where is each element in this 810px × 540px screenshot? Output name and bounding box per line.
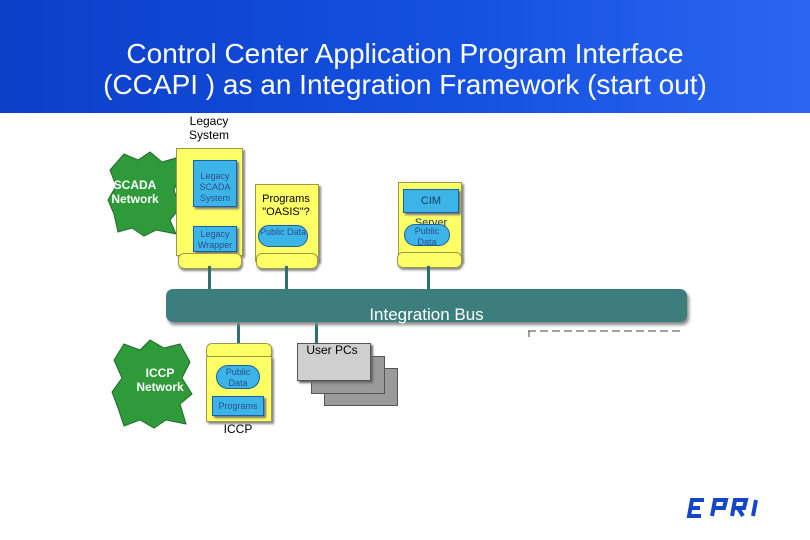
integration-bus-label: Integration Bus <box>369 305 484 324</box>
epri-logo <box>686 498 758 518</box>
programs-oasis-component <box>255 184 319 262</box>
legacy-system-label: Legacy System <box>188 114 229 142</box>
title-line-2: (CCAPI ) as an Integration Framework (st… <box>103 69 707 100</box>
legacy-wrapper-box: Legacy Wrapper <box>193 226 237 252</box>
user-pcs-label: User PCs <box>306 343 358 357</box>
pc-bus-connector <box>315 321 318 343</box>
legacy-bus-connector <box>208 266 211 290</box>
dashed-extension-line <box>528 330 684 337</box>
cim-bus-connector <box>427 266 430 290</box>
iccp-network-label: ICCP Network <box>136 366 184 394</box>
programs-public-data: Public Data <box>258 225 308 247</box>
integration-bus <box>166 289 687 322</box>
legacy-scada-system-box: Legacy SCADA System <box>193 160 237 207</box>
slide-title: Control Center Application Program Inter… <box>0 38 810 100</box>
title-banner <box>0 0 810 113</box>
iccp-bus-connector <box>237 321 240 345</box>
title-line-1: Control Center Application Program Inter… <box>126 38 684 69</box>
scada-network-label: SCADA Network <box>111 178 159 206</box>
iccp-programs-box: Programs <box>212 396 264 416</box>
iccp-network-shape <box>111 339 193 429</box>
iccp-public-data: Public Data <box>216 365 260 389</box>
cim-public-data: Public Data <box>404 224 450 247</box>
programs-oasis-label: Programs "OASIS"? <box>262 193 310 218</box>
user-pc-front <box>297 343 371 381</box>
programs-bus-connector <box>285 266 288 290</box>
iccp-label: ICCP <box>223 422 253 436</box>
cim-server-box: CIM Server <box>403 189 459 229</box>
